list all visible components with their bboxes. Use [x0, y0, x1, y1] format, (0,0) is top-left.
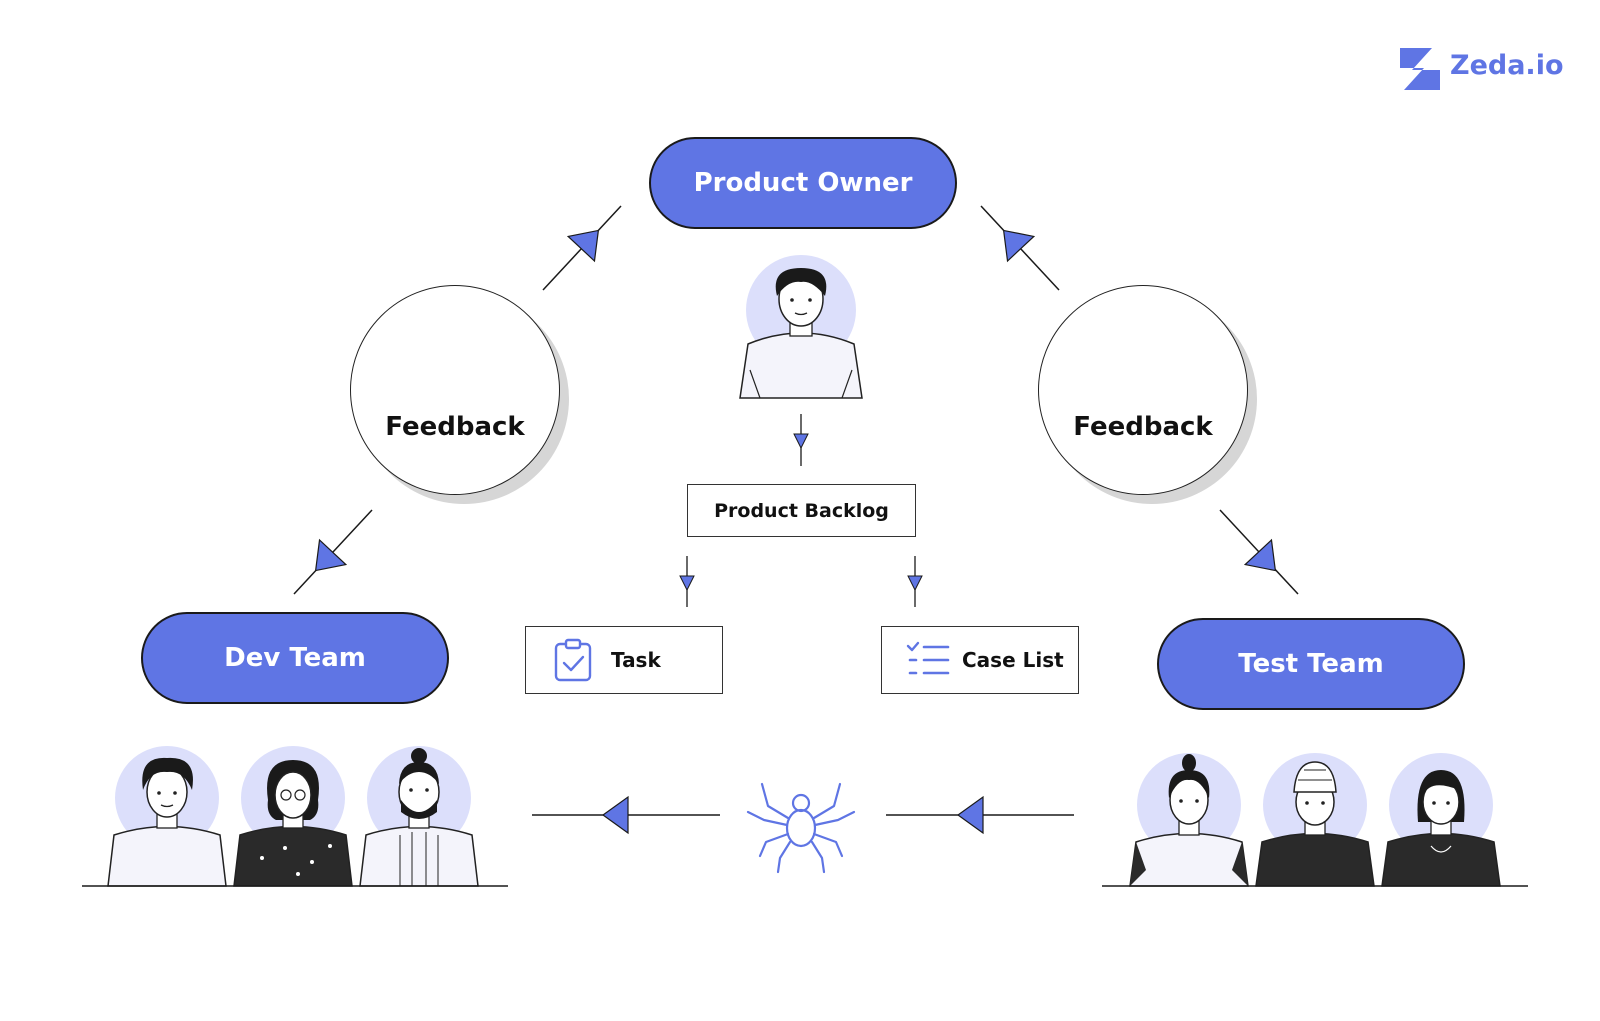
- dev-team-people: [82, 746, 508, 887]
- arrow-backlog-to-task: [679, 556, 695, 607]
- arrow-backlog-to-case-list: [907, 556, 923, 607]
- team-member-avatar: [1255, 753, 1375, 887]
- product-owner-pill: Product Owner: [649, 137, 957, 229]
- arrow-feedback-to-dev-team: [293, 509, 373, 595]
- task-box: Task: [525, 626, 723, 694]
- bug-spider-icon: [746, 782, 856, 874]
- arrow-feedback-to-product-owner-left: [542, 205, 622, 291]
- dev-team-pill: Dev Team: [141, 612, 449, 704]
- test-team-people: [1102, 753, 1528, 887]
- arrow-test-feedback-to-product-owner: [980, 205, 1060, 291]
- team-member-avatar: [107, 746, 227, 887]
- feedback-label: Feedback: [1073, 412, 1213, 442]
- arrow-owner-to-backlog: [793, 414, 809, 466]
- clipboard-check-icon: [554, 638, 592, 682]
- zeda-logo-icon: [1400, 48, 1440, 90]
- team-member-avatar: [1129, 753, 1249, 887]
- team-member-avatar: [1381, 753, 1501, 887]
- team-member-avatar: [233, 746, 353, 887]
- product-backlog-box: Product Backlog: [687, 484, 916, 537]
- dev-team-label: Dev Team: [224, 643, 366, 673]
- product-owner-label: Product Owner: [693, 168, 913, 198]
- feedback-circle-right: Feedback: [1038, 285, 1248, 495]
- product-owner-avatar: [739, 255, 863, 399]
- test-team-pill: Test Team: [1157, 618, 1465, 710]
- team-member-avatar: [359, 746, 479, 887]
- feedback-circle-left: Feedback: [350, 285, 560, 495]
- case-list-box: Case List: [881, 626, 1079, 694]
- arrow-feedback-to-test-team: [1219, 509, 1299, 595]
- brand-name: Zeda.io: [1450, 50, 1564, 81]
- checklist-icon: [906, 641, 950, 675]
- arrow-bug-to-dev-team: [532, 796, 720, 834]
- product-backlog-label: Product Backlog: [714, 499, 889, 522]
- task-label: Task: [611, 648, 661, 672]
- feedback-label: Feedback: [385, 412, 525, 442]
- test-team-label: Test Team: [1238, 649, 1384, 679]
- case-list-label: Case List: [962, 648, 1064, 672]
- arrow-test-team-to-bug: [886, 796, 1074, 834]
